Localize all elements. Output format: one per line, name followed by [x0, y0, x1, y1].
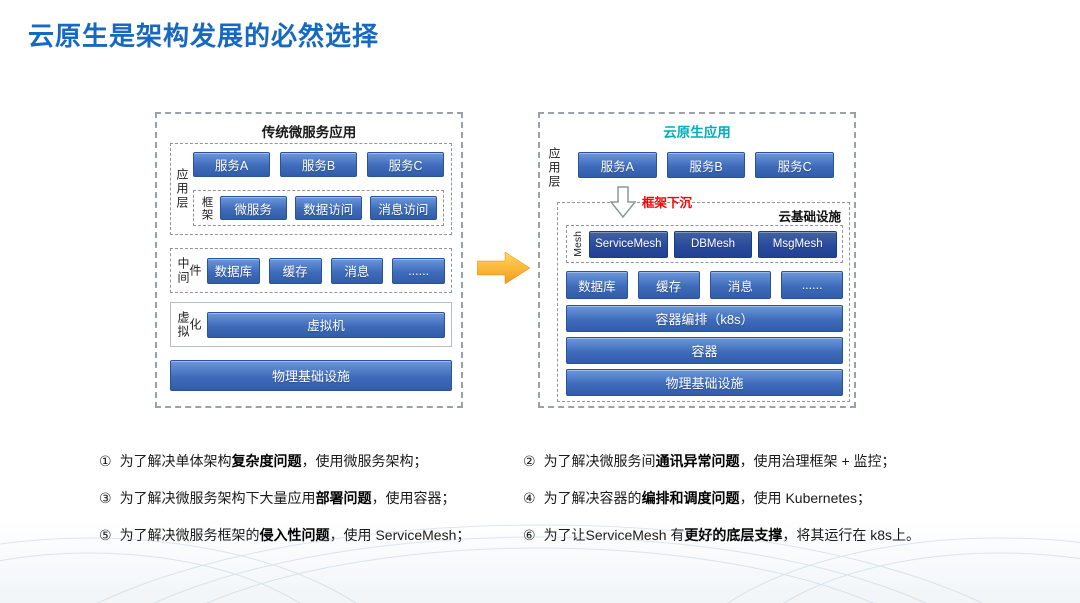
service-box: 服务A — [578, 152, 657, 178]
middleware-item-box: 消息 — [330, 257, 384, 284]
right-app-layer-label-wrap: 应用层 — [547, 142, 561, 194]
bullet-text: 为了解决微服务架构下大量应用 — [119, 490, 316, 506]
middleware-item-box: 缓存 — [268, 257, 322, 284]
left-app-layer-label: 应用层 — [175, 168, 189, 210]
framework-sink-label: 框架下沉 — [642, 196, 693, 210]
service-box: 服务B — [280, 152, 357, 177]
right-app-layer-label: 应用层 — [547, 147, 561, 189]
bullet-number: ② — [523, 453, 536, 469]
bullet-text: ，使用微服务架构； — [301, 453, 428, 469]
bullet-bold-text: 更好的底层支撑 — [684, 527, 783, 543]
mesh-items-row: ServiceMesh DBMesh MsgMesh — [589, 230, 838, 258]
middleware-item-box: 消息 — [709, 271, 772, 299]
bullet-column-right: ② 为了解决微服务间通讯异常问题，使用治理框架 + 监控； ④ 为了解决容器的编… — [523, 451, 920, 545]
left-app-layer-content: 服务A 服务B 服务C 框架 微服务 数据访问 消息访问 — [191, 148, 446, 230]
page-title: 云原生是架构发展的必然选择 — [28, 21, 380, 51]
mesh-box: Mesh ServiceMesh DBMesh MsgMesh — [566, 225, 843, 263]
bullet-text: 为了解决容器的 — [543, 490, 642, 506]
virtualization-label: 虚拟化 — [176, 310, 202, 339]
left-framework-box: 框架 微服务 数据访问 消息访问 — [193, 190, 444, 226]
framework-item-box: 消息访问 — [369, 196, 438, 220]
service-box: 服务C — [755, 152, 835, 178]
right-middleware-row: 数据库 缓存 消息 ...... — [566, 271, 843, 299]
bullet-number: ⑤ — [99, 527, 112, 543]
bullet-text: ，使用容器； — [371, 490, 456, 506]
service-box: 服务A — [193, 152, 270, 177]
left-middleware-box: 中间件 数据库 缓存 消息 ...... — [170, 248, 452, 293]
bullet-text: ，将其运行在 k8s上。 — [782, 527, 921, 543]
framework-label: 框架 — [200, 195, 213, 221]
service-box: 服务B — [666, 152, 746, 178]
bullet-item: ④ 为了解决容器的编排和调度问题，使用 Kubernetes； — [523, 488, 920, 508]
middleware-item-box: 数据库 — [566, 271, 628, 299]
mesh-item-box: MsgMesh — [758, 230, 838, 258]
middleware-label: 中间件 — [176, 256, 202, 285]
traditional-microservice-diagram: 传统微服务应用 应用层 服务A 服务B 服务C 框架 微服务 数据访问 消息访问… — [155, 112, 463, 408]
bullet-text: 为了解决微服务框架的 — [119, 527, 260, 543]
left-virtualization-box: 虚拟化 虚拟机 — [170, 302, 452, 347]
middleware-item-box: 缓存 — [637, 271, 700, 299]
bullet-item: ⑥ 为了让ServiceMesh 有更好的底层支撑，将其运行在 k8s上。 — [523, 525, 920, 545]
bullet-number: ④ — [523, 490, 536, 506]
bullet-text: ，使用 ServiceMesh； — [329, 527, 471, 543]
bullet-text: 为了解决微服务间 — [543, 453, 656, 469]
mesh-label: Mesh — [572, 231, 584, 257]
bullet-text: 为了解决单体架构 — [119, 453, 232, 469]
bullet-bold-text: 编排和调度问题 — [641, 490, 740, 506]
left-services-row: 服务A 服务B 服务C — [193, 152, 444, 177]
service-box: 服务C — [367, 152, 444, 177]
right-physical-infra-box: 物理基础设施 — [566, 369, 843, 396]
left-app-layer-box: 应用层 服务A 服务B 服务C 框架 微服务 数据访问 消息访问 — [170, 143, 452, 235]
bullet-text: ，使用 Kubernetes； — [739, 490, 872, 506]
framework-item-box: 微服务 — [219, 196, 287, 220]
bullet-item: ① 为了解决单体架构复杂度问题，使用微服务架构； — [99, 451, 470, 471]
bullet-number: ③ — [99, 490, 112, 506]
orchestration-box: 容器编排（k8s） — [566, 305, 843, 332]
bullet-bold-text: 复杂度问题 — [231, 453, 302, 469]
container-box: 容器 — [566, 337, 843, 364]
mesh-item-box: DBMesh — [673, 230, 753, 258]
framework-item-box: 数据访问 — [294, 196, 362, 220]
bullet-number: ⑥ — [523, 527, 536, 543]
middleware-item-box: 数据库 — [207, 257, 260, 284]
bullet-item: ③ 为了解决微服务架构下大量应用部署问题，使用容器； — [99, 488, 470, 508]
bullet-text: ，使用治理框架 + 监控； — [739, 453, 896, 469]
left-diagram-title: 传统微服务应用 — [261, 125, 357, 140]
cloud-infra-label: 云基础设施 — [778, 210, 841, 224]
cloud-infra-box: 云基础设施 Mesh ServiceMesh DBMesh MsgMesh 数据… — [557, 202, 850, 402]
left-middleware-row: 数据库 缓存 消息 ...... — [207, 257, 445, 284]
bullet-text: 为了让ServiceMesh 有 — [543, 527, 685, 543]
middleware-item-box: ...... — [392, 257, 445, 284]
left-physical-infra-box: 物理基础设施 — [170, 360, 452, 391]
transform-arrow-icon — [477, 251, 531, 285]
bullet-column-left: ① 为了解决单体架构复杂度问题，使用微服务架构； ③ 为了解决微服务架构下大量应… — [99, 451, 470, 545]
right-services-row: 服务A 服务B 服务C — [578, 152, 835, 178]
bullet-bold-text: 部署问题 — [315, 490, 372, 506]
bullet-bold-text: 侵入性问题 — [259, 527, 330, 543]
mesh-item-box: ServiceMesh — [589, 230, 668, 258]
framework-sink-arrow-icon — [610, 186, 636, 218]
bullet-item: ② 为了解决微服务间通讯异常问题，使用治理框架 + 监控； — [523, 451, 920, 471]
cloud-native-diagram: 云原生应用 应用层 服务A 服务B 服务C 框架下沉 云基础设施 Mesh Se… — [538, 112, 856, 408]
middleware-item-box: ...... — [781, 271, 843, 299]
bullet-number: ① — [99, 453, 112, 469]
vm-box: 虚拟机 — [207, 311, 445, 338]
bullet-item: ⑤ 为了解决微服务框架的侵入性问题，使用 ServiceMesh； — [99, 525, 470, 545]
bullet-bold-text: 通讯异常问题 — [655, 453, 740, 469]
right-diagram-title: 云原生应用 — [663, 125, 731, 140]
